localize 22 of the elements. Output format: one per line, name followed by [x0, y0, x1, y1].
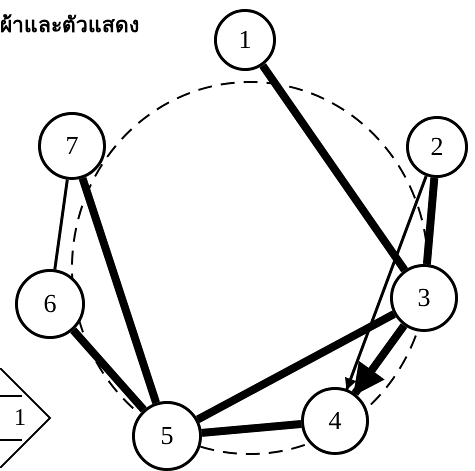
node-number: 5	[160, 421, 174, 451]
connector	[202, 420, 302, 437]
node-number: 1	[238, 25, 252, 55]
connector	[259, 63, 408, 272]
connector	[422, 178, 438, 264]
node-number: 7	[66, 131, 78, 161]
title: ผ้าและตัวแสดง	[0, 12, 139, 39]
node-circle	[301, 387, 369, 455]
node-number: 4	[328, 406, 342, 436]
node-circle	[132, 401, 202, 471]
node-number: 3	[418, 283, 430, 313]
node-number: 2	[430, 132, 444, 162]
node-number: 1	[14, 404, 26, 432]
connector	[196, 310, 396, 423]
node-number: 6	[44, 289, 56, 319]
connector	[78, 177, 160, 404]
node-circle	[390, 264, 458, 332]
diamond-node	[0, 368, 52, 468]
connector	[345, 176, 428, 390]
connector	[70, 328, 147, 412]
connector	[53, 179, 69, 270]
connector	[352, 323, 408, 396]
